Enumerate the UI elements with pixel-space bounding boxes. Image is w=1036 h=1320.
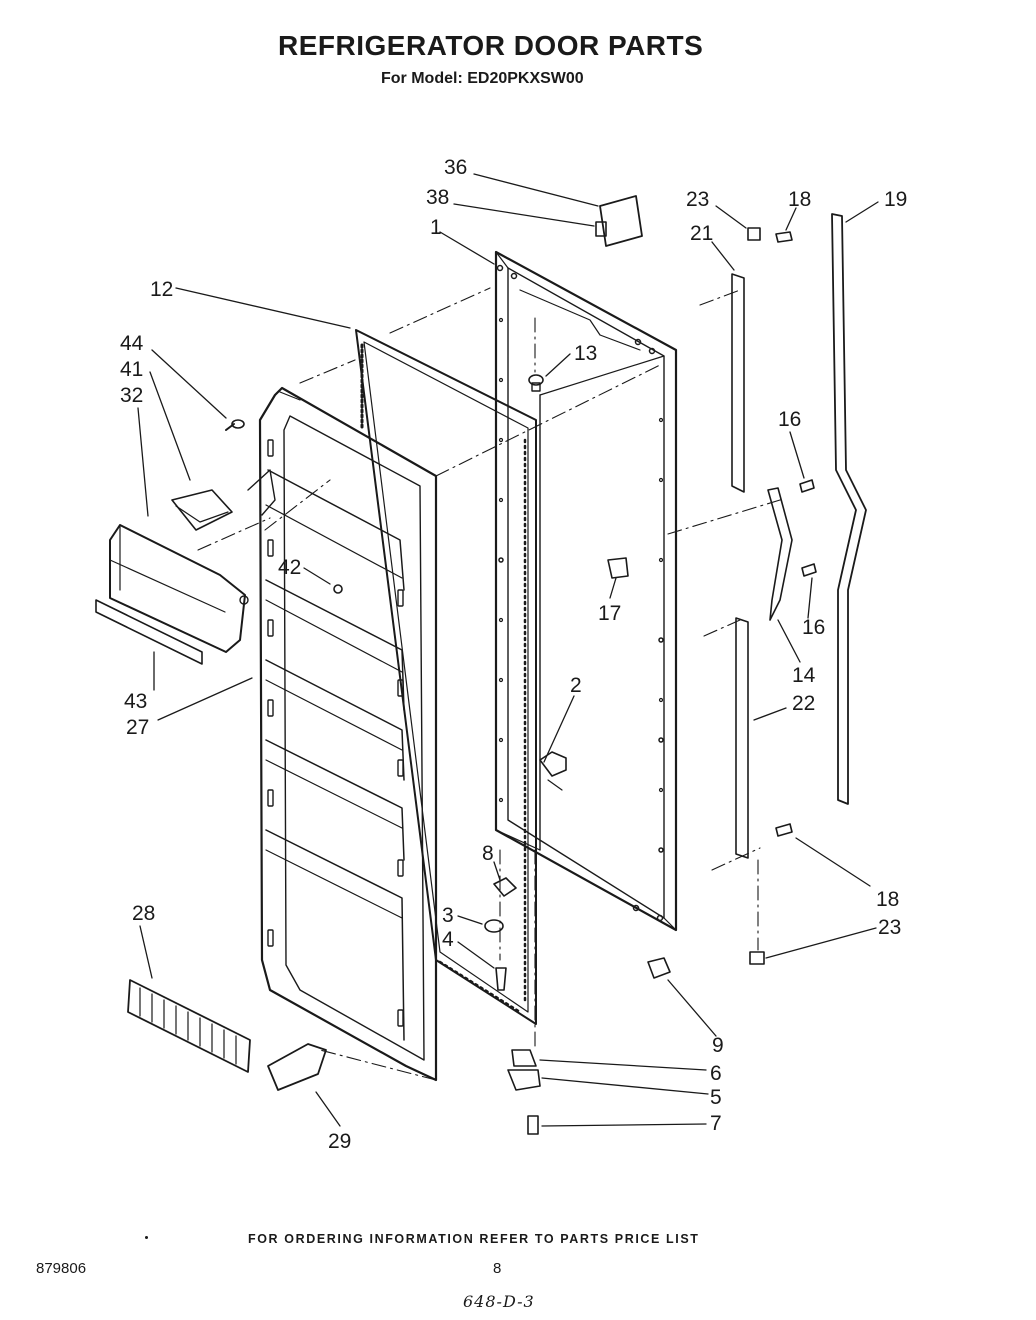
callout-28: 28 (132, 902, 155, 925)
callout-16-lower: 16 (802, 616, 825, 639)
handwritten-note: 648-D-3 (463, 1292, 535, 1311)
callout-18-bottom: 18 (876, 888, 899, 911)
callout-29: 29 (328, 1130, 351, 1153)
callout-4: 4 (442, 928, 454, 951)
handle-19 (831, 213, 867, 805)
model-subtitle: For Model: ED20PKXSW00 (381, 70, 584, 87)
callout-21: 21 (690, 222, 713, 245)
screw-44 (225, 419, 245, 431)
callout-labels: 36 38 1 12 44 41 32 13 42 43 27 28 29 2 … (120, 156, 907, 1153)
scan-dot (145, 1236, 148, 1239)
clip-17 (607, 557, 629, 579)
inner-door-liner (247, 386, 438, 1082)
callout-41: 41 (120, 358, 143, 381)
callout-1: 1 (430, 216, 442, 239)
handle-trim-upper-21 (731, 273, 745, 493)
screw-7 (527, 1115, 539, 1135)
callout-17: 17 (598, 602, 621, 625)
stop-2 (539, 751, 567, 791)
page-number: 8 (493, 1260, 502, 1277)
callout-12: 12 (150, 278, 173, 301)
screw-42 (333, 584, 343, 594)
callout-19: 19 (884, 188, 907, 211)
callout-14: 14 (792, 664, 816, 687)
handle-bracket-14 (767, 487, 793, 621)
leader-lines (137, 173, 879, 1127)
callout-13: 13 (574, 342, 597, 365)
callout-7: 7 (710, 1112, 722, 1135)
assembly-lines (197, 287, 781, 1081)
bin-front-29 (267, 1043, 327, 1091)
callout-23-bottom: 23 (878, 916, 901, 939)
plug-13 (528, 374, 544, 392)
small-shelf-bin (171, 489, 233, 531)
callout-36: 36 (444, 156, 467, 179)
callout-22: 22 (792, 692, 815, 715)
callout-18-top: 18 (788, 188, 811, 211)
hinge-bracket-6 (511, 1049, 537, 1067)
callout-3: 3 (442, 904, 454, 927)
screw-4 (495, 967, 507, 991)
callout-23-top: 23 (686, 188, 709, 211)
callout-43: 43 (124, 690, 147, 713)
handle-trim-lower-22 (735, 617, 749, 859)
outer-door-panel (494, 250, 678, 932)
dispenser-trim-strip (95, 599, 203, 665)
callout-44: 44 (120, 332, 144, 355)
callout-8: 8 (482, 842, 494, 865)
hinge-plate-5 (507, 1069, 541, 1091)
bushing-9 (647, 957, 671, 979)
callout-42: 42 (278, 556, 301, 579)
handle-end-cap-23 (747, 227, 765, 965)
callout-9: 9 (712, 1034, 724, 1057)
callout-2: 2 (570, 674, 582, 697)
bushing-3 (484, 919, 504, 933)
hinge-cam-8 (493, 877, 517, 897)
dispenser-cover (109, 524, 249, 653)
callout-38: 38 (426, 186, 449, 209)
callout-32: 32 (120, 384, 143, 407)
kick-plate-28 (127, 979, 251, 1073)
document-number: 879806 (36, 1260, 87, 1277)
door-gasket (355, 329, 537, 1025)
callout-5: 5 (710, 1086, 722, 1109)
callout-6: 6 (710, 1062, 722, 1085)
callout-27: 27 (126, 716, 149, 739)
callout-16-upper: 16 (778, 408, 801, 431)
label-38 (595, 221, 607, 237)
ordering-note: FOR ORDERING INFORMATION REFER TO PARTS … (248, 1232, 700, 1246)
label-plate-36 (599, 195, 643, 247)
handle-screws (775, 231, 817, 837)
page-title: REFRIGERATOR DOOR PARTS (278, 30, 704, 61)
